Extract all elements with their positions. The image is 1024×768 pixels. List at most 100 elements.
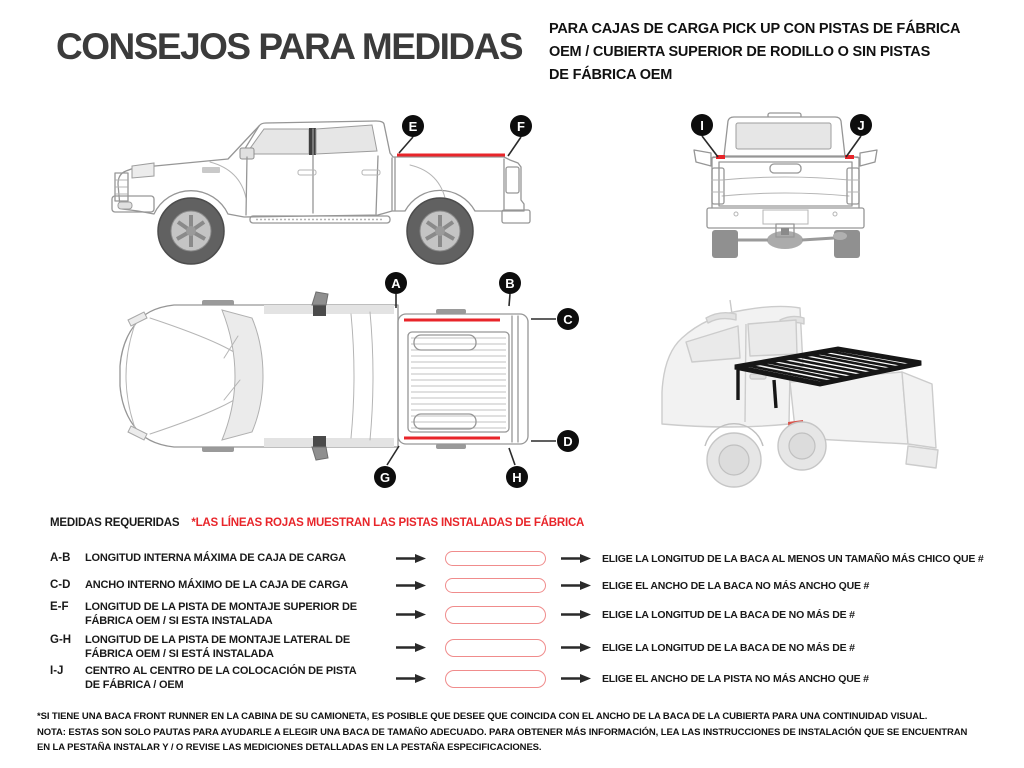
rear-cab-window [350, 311, 374, 441]
right-taillight [846, 167, 860, 205]
measurement-code: I-J [50, 665, 64, 677]
door-handle [361, 169, 381, 176]
windshield [221, 309, 264, 441]
rear-tire-bottom [436, 444, 466, 449]
legend: MEDIDAS REQUERIDAS *LAS LÍNEAS ROJAS MUE… [50, 517, 584, 529]
rear-wheel [406, 197, 474, 265]
arrow-right-icon [561, 581, 591, 590]
tailgate [901, 371, 937, 449]
fog-light [117, 201, 133, 210]
left-taillight [711, 167, 725, 205]
rear-bumper [905, 445, 939, 469]
measurement-desc: LONGITUD INTERNA MÁXIMA DE CAJA DE CARGA [85, 552, 346, 564]
tailgate-handle [769, 163, 802, 174]
measurement-instruction: ELIGE LA LONGITUD DE LA BACA AL MENOS UN… [602, 553, 984, 565]
subtitle-line: OEM / CUBIERTA SUPERIOR DE RODILLO O SIN… [549, 44, 931, 60]
roof-rail [705, 311, 737, 324]
side-glass-band [264, 438, 394, 447]
bed-inner [407, 331, 510, 433]
arrow-right-icon [396, 674, 426, 683]
wheel-arch [704, 422, 764, 447]
license-recess [762, 209, 809, 225]
measurement-code: E-F [50, 601, 69, 613]
left-mirror [693, 149, 712, 167]
footnote-line: *SI TIENE UNA BACA FRONT RUNNER EN LA CA… [37, 711, 928, 722]
front-bumper [111, 195, 155, 213]
front-wheel [157, 197, 225, 265]
tailgate-lines [511, 315, 519, 443]
fender-badge [202, 167, 220, 173]
left-rear-tire [712, 230, 738, 258]
hitch-receiver [781, 228, 789, 235]
bed-floor-ribs [411, 337, 506, 429]
rear-view-truck-illustration [693, 112, 878, 258]
grille [114, 172, 129, 202]
side-view-truck-illustration [111, 120, 531, 265]
subtitle-line: DE FÁBRICA OEM [549, 67, 673, 83]
tailgate [718, 161, 853, 207]
wheel-hump [413, 334, 477, 351]
antenna [729, 299, 733, 315]
measurement-desc: LONGITUD DE LA PISTA DE MONTAJE LATERAL … [85, 634, 350, 660]
door-seam [744, 323, 747, 423]
measurement-input-pill[interactable] [445, 670, 546, 688]
factory-track-red-mark [716, 155, 725, 159]
measurement-code: G-H [50, 634, 72, 646]
slat-rack [734, 346, 922, 409]
wheel-hump [413, 413, 477, 430]
measurement-input-pill[interactable] [445, 606, 546, 624]
rear-bumper [501, 209, 531, 224]
window [747, 319, 798, 357]
b-pillar [313, 436, 326, 447]
rear-bumper [706, 207, 865, 229]
subtitle-line: PARA CAJAS DE CARGA PICK UP CON PISTAS D… [549, 21, 961, 37]
headlight [131, 162, 155, 179]
footnotes: *SI TIENE UNA BACA FRONT RUNNER EN LA CA… [37, 709, 997, 756]
measurement-desc: ANCHO INTERNO MÁXIMO DE LA CAJA DE CARGA [85, 579, 349, 591]
arrow-right-icon [561, 643, 591, 652]
page-title: CONSEJOS PARA MEDIDAS [56, 26, 524, 67]
side-glass-band [264, 305, 394, 314]
hitch [775, 223, 795, 238]
door-handle [297, 169, 317, 176]
top-view-truck-illustration [119, 291, 529, 461]
rack-3d-illustration [661, 299, 939, 488]
measurement-code: A-B [50, 552, 71, 564]
arrow-right-icon [396, 554, 426, 563]
legend-red-note: *LAS LÍNEAS ROJAS MUESTRAN LAS PISTAS IN… [191, 517, 585, 529]
headlight [127, 425, 148, 441]
window [685, 325, 741, 363]
arrow-right-icon [396, 610, 426, 619]
rear-tire-top [436, 309, 466, 314]
measurement-instruction: ELIGE LA LONGITUD DE LA BACA DE NO MÁS D… [602, 642, 855, 654]
legend-label: MEDIDAS REQUERIDAS [50, 517, 180, 529]
measurement-input-pill[interactable] [445, 639, 546, 657]
footnote-line: NOTA: ESTAS SON SOLO PAUTAS PARA AYUDARL… [37, 726, 968, 738]
measurement-input-pill[interactable] [445, 551, 546, 566]
measurement-input-pill[interactable] [445, 578, 546, 593]
page-subtitle: PARA CAJAS DE CARGA PICK UP CON PISTAS D… [549, 18, 960, 87]
arrow-right-icon [561, 610, 591, 619]
rear-window [735, 122, 832, 150]
side-mirror-bottom [311, 446, 329, 461]
measurement-instruction: ELIGE EL ANCHO DE LA PISTA NO MÁS ANCHO … [602, 673, 869, 685]
bed-outer [397, 313, 529, 445]
running-board [249, 215, 391, 224]
measurement-instruction: ELIGE EL ANCHO DE LA BACA NO MÁS ANCHO Q… [602, 580, 870, 592]
side-mirror-top [311, 291, 329, 306]
measurement-desc: CENTRO AL CENTRO DE LA COLOCACIÓN DE PIS… [85, 665, 357, 691]
right-mirror [859, 149, 878, 167]
arrow-right-icon [561, 674, 591, 683]
exhaust-tip [833, 232, 847, 240]
arrow-right-icon [396, 581, 426, 590]
taillight [505, 166, 520, 194]
rear-door-window [315, 124, 378, 155]
headlight [127, 311, 148, 327]
measurement-instruction: ELIGE LA LONGITUD DE LA BACA DE NO MÁS D… [602, 609, 855, 621]
footnote-line: EN LA PESTAÑA INSTALAR Y / O REVISE LAS … [37, 742, 542, 753]
arrow-right-icon [396, 643, 426, 652]
measurement-code: C-D [50, 579, 71, 591]
arrow-right-icon [561, 554, 591, 563]
measurement-desc: LONGITUD DE LA PISTA DE MONTAJE SUPERIOR… [85, 601, 357, 627]
